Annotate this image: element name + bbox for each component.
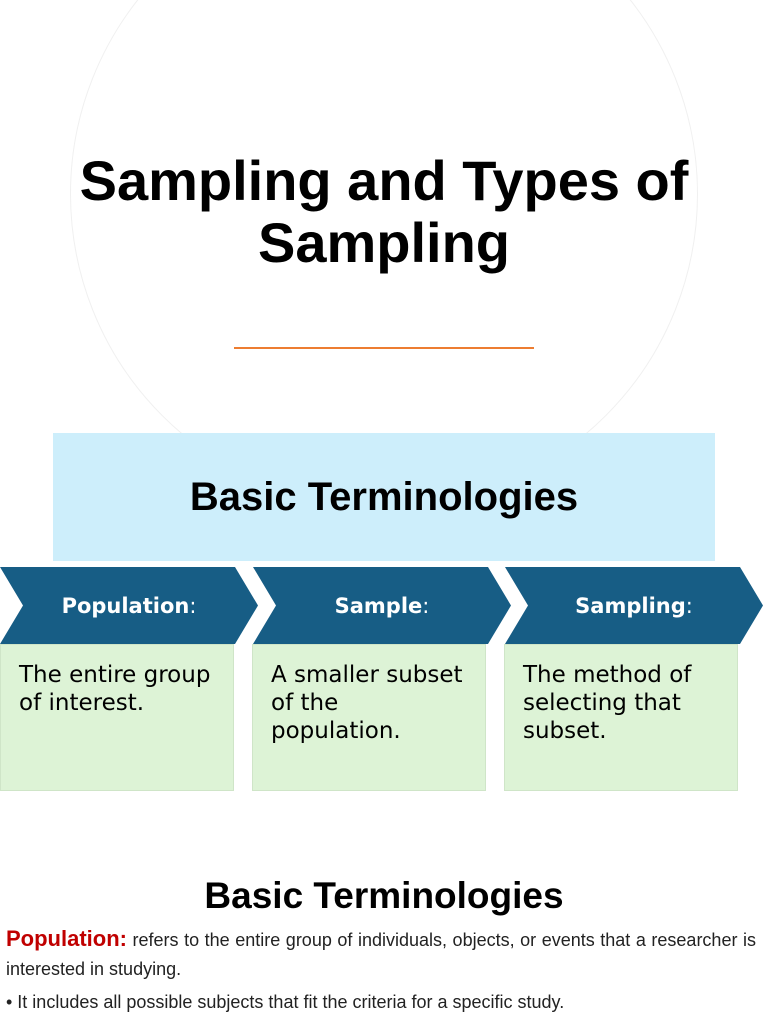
- section-title: Basic Terminologies: [204, 875, 564, 916]
- chevron-population: Population:: [0, 567, 258, 644]
- page-title: Sampling and Types of Sampling: [79, 149, 689, 274]
- terminology-banner: Basic Terminologies: [53, 433, 715, 561]
- card-sampling-definition: The method of selecting that subset.: [504, 644, 738, 791]
- title-underline: [234, 347, 534, 349]
- definition-text: refers to the entire group of individual…: [6, 930, 756, 979]
- term-label-sampling: Sampling: [575, 593, 686, 618]
- term-label-population: Population: [61, 593, 190, 618]
- bullet-item: • It includes all possible subjects that…: [6, 992, 565, 1012]
- term-suffix: :: [422, 593, 430, 618]
- chevron-sampling: Sampling:: [505, 567, 763, 644]
- card-population-definition: The entire group of interest.: [0, 644, 234, 791]
- chevron-sample: Sample:: [253, 567, 511, 644]
- population-definition: Population: refers to the entire group o…: [6, 924, 756, 984]
- card-sample-definition: A smaller subset of the population.: [252, 644, 486, 791]
- banner-title: Basic Terminologies: [189, 474, 579, 519]
- definition-term: Population:: [6, 926, 127, 951]
- term-suffix: :: [685, 593, 693, 618]
- term-suffix: :: [189, 593, 197, 618]
- term-label-sample: Sample: [334, 593, 423, 618]
